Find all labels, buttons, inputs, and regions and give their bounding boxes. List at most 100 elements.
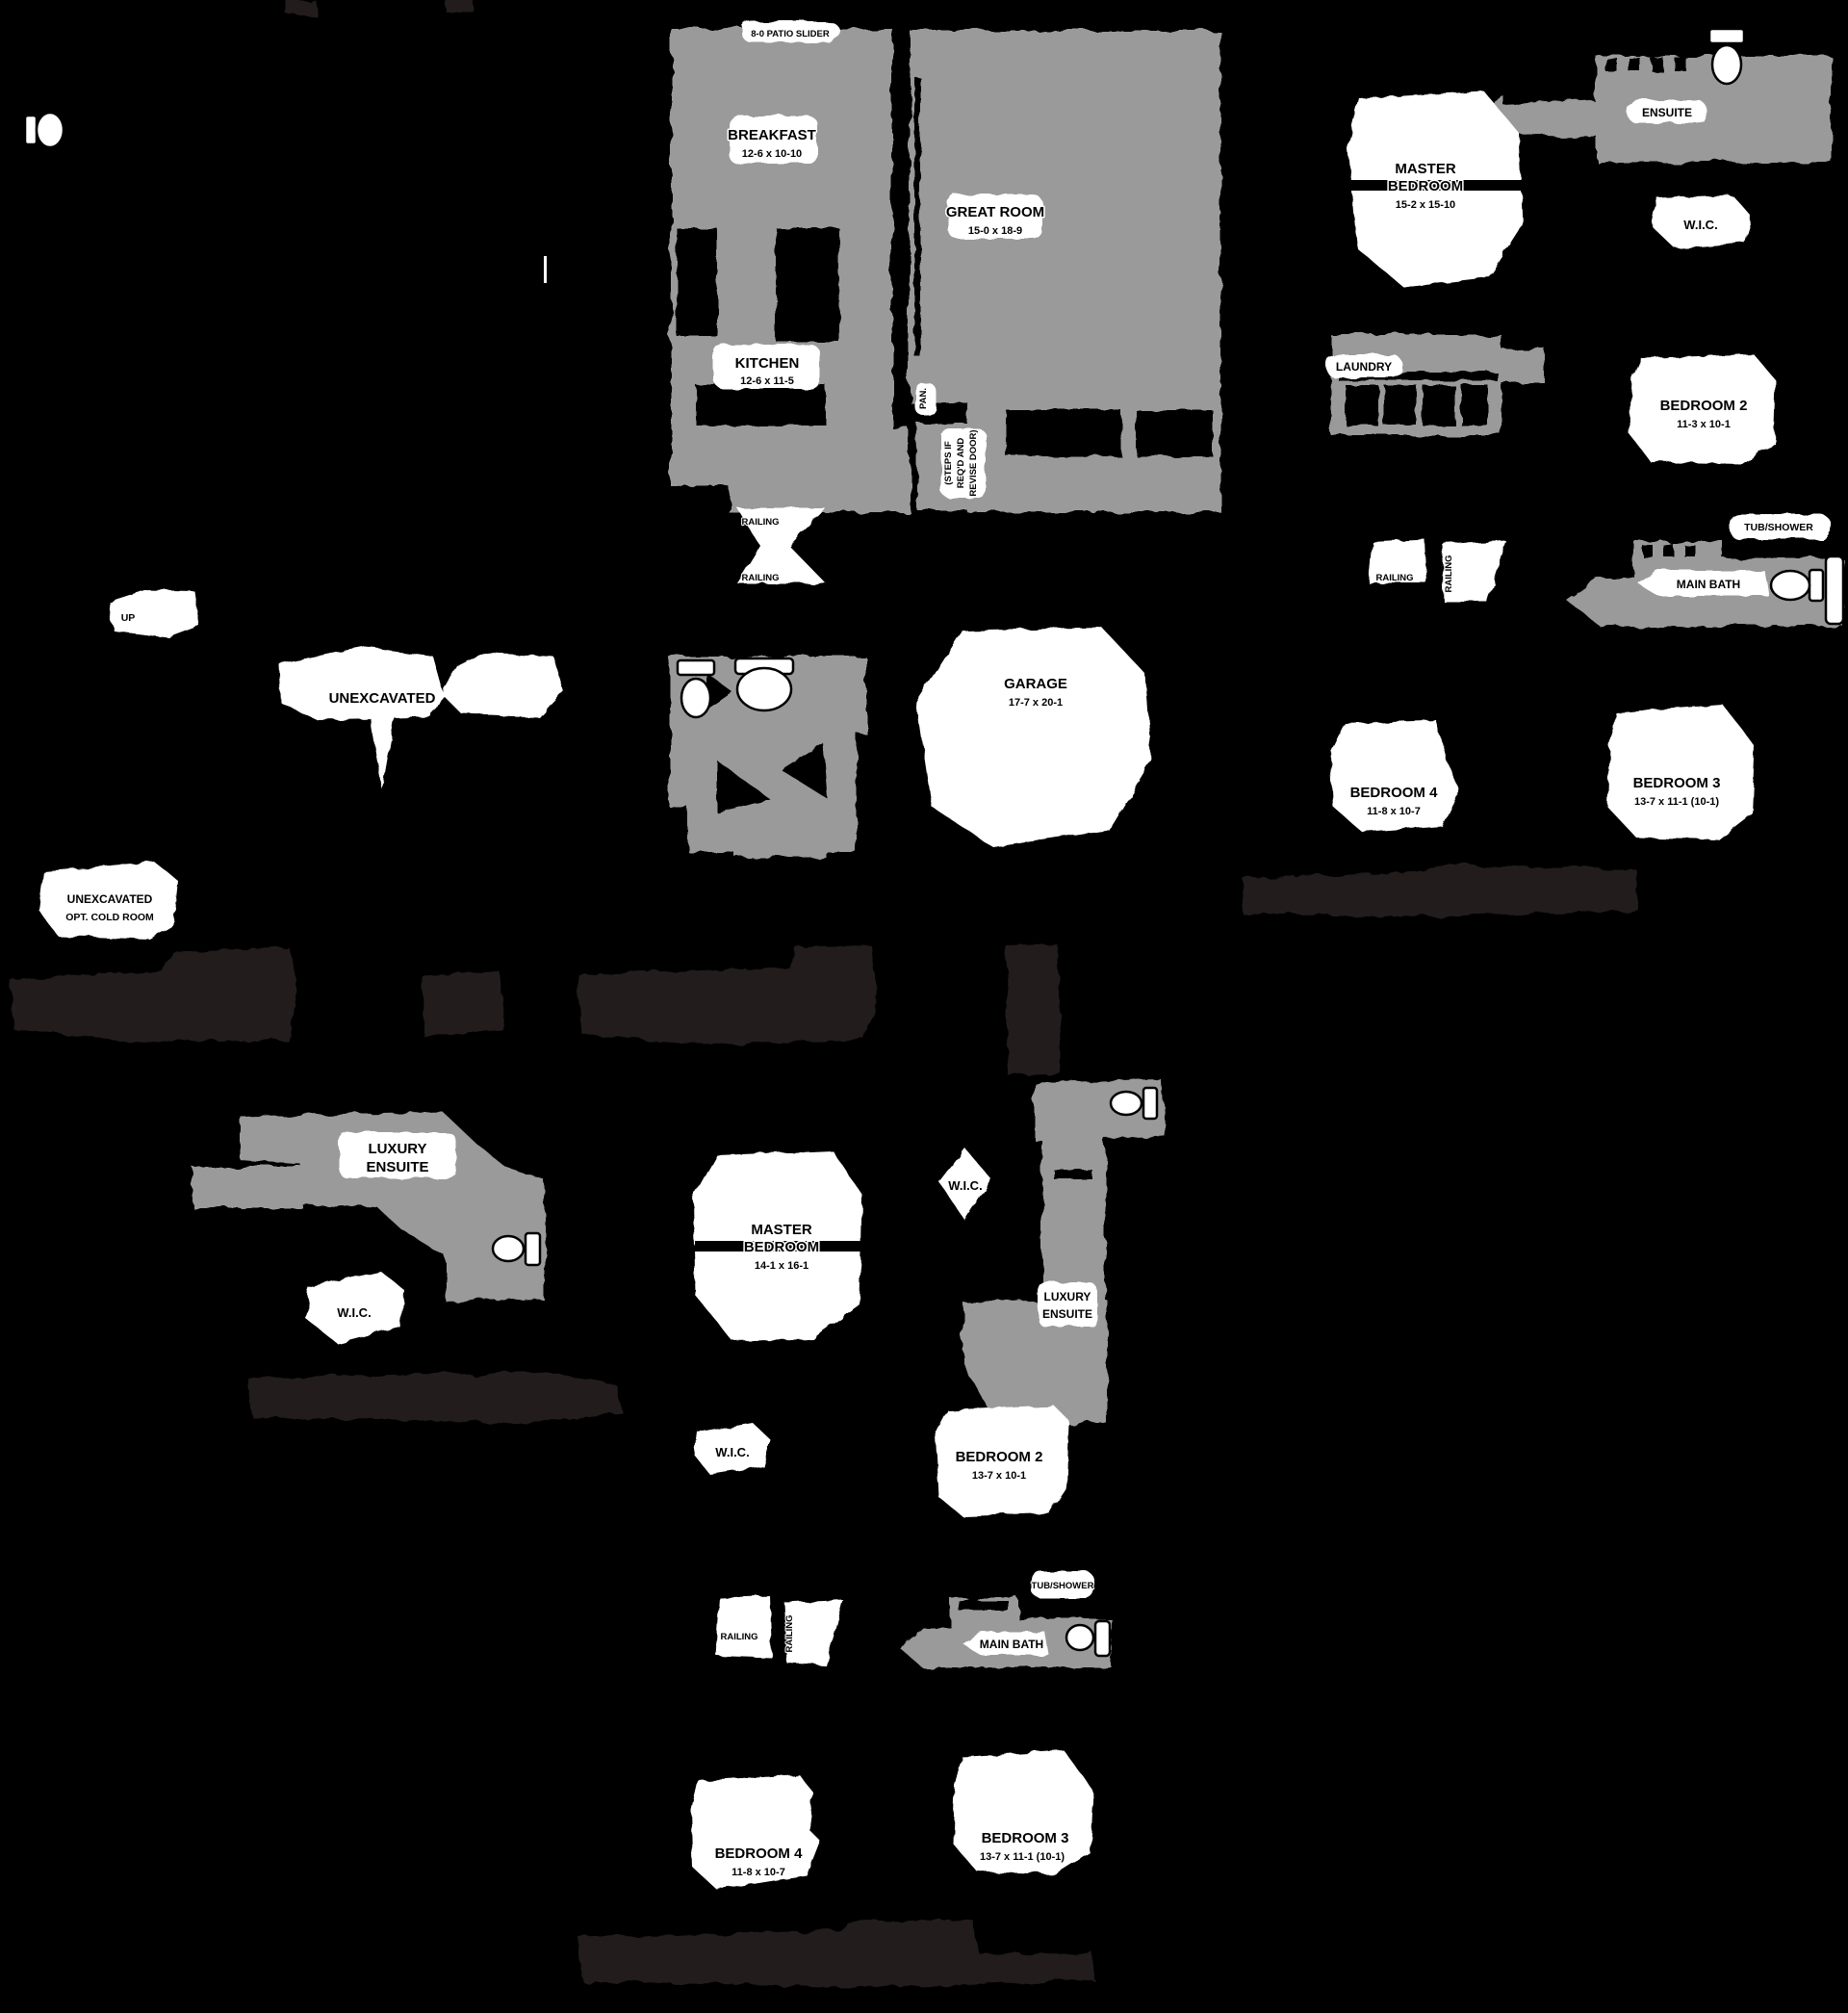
wic-label-2f-center: W.I.C. [948,1178,982,1193]
redacted-title [10,947,298,1042]
cold-room-label-1: UNEXCAVATED [67,892,153,906]
unexcavated-spike [371,717,395,789]
washer-icon [1346,385,1378,426]
vanity-tick [1652,58,1663,71]
bedroom4-blob-2f [691,1774,820,1890]
redacted-title [421,970,504,1038]
lux-ensuite-left-label-2: ENSUITE [366,1159,428,1175]
kitchen-dims: 12-6 x 11-5 [740,375,794,387]
tub-shower-label-2f: TUB/SHOWER [1032,1581,1094,1591]
bedroom3-dims-1f: 13-7 x 11-1 (10-1) [1634,796,1719,808]
wall-break-line [544,256,547,283]
railing-blob-2f-b [784,1600,843,1665]
master-bedroom-label-1f: MASTER [1395,161,1456,177]
wic-blob-2f-left [306,1271,404,1343]
bedroom2-label-1f: BEDROOM 2 [1660,398,1748,414]
bedroom2-blob-1f [1629,354,1776,464]
master-bedroom-dims-2f: 14-1 x 16-1 [755,1260,808,1272]
patio-slider-label: 8-0 PATIO SLIDER [751,29,830,39]
foyer-closet [1006,410,1121,456]
garage-label: GARAGE [1004,676,1067,692]
redacted-mark [287,0,316,15]
floor-plate-lux-ensuite-left [241,1112,544,1302]
wic-blob-2f-center [939,1148,991,1221]
main-bath-label-1f: MAIN BATH [1677,578,1740,591]
kitchen-island [677,228,717,336]
wic-blob-1f [1652,195,1752,248]
toilet-icon [1707,27,1746,86]
patio-slider-pill [741,21,839,42]
toilet-icon [491,1231,542,1267]
laundry-tub-icon [1423,385,1455,426]
wic-label-2f-left: W.I.C. [337,1305,371,1320]
lux-ensuite-pad-right [1038,1282,1097,1327]
steps-note-pad [941,428,986,498]
ensuite-label: ENSUITE [1642,106,1692,119]
railing-label: RAILING [741,517,779,528]
unexcavated-label: UNEXCAVATED [329,690,436,707]
bedroom4-label-2f: BEDROOM 4 [715,1845,804,1862]
up-blob [109,590,199,637]
bedroom4-blob-1f [1330,720,1459,832]
redacted-title [1006,943,1061,1076]
cold-room-blob [38,862,178,939]
main-bath-pill-2f [962,1632,1049,1655]
redacted-mark [446,0,473,12]
laundry-cab-icon [1461,385,1488,426]
door-swing [717,761,770,813]
laundry-pill [1326,354,1401,377]
cold-room-label-2: OPT. COLD ROOM [65,912,154,923]
redacted-title [578,1920,1095,1988]
kitchen-island [776,228,839,342]
bedroom2-label-2f: BEDROOM 2 [956,1449,1043,1465]
bed-line-2f [695,1241,860,1252]
tub-shower-label-1f: TUB/SHOWER [1744,522,1813,533]
vanity-tick [1605,58,1617,71]
railing-blob-1f-a [1369,539,1426,583]
great-room-dims: 15-0 x 18-9 [968,225,1022,237]
railing-blob-2f-a [716,1596,772,1658]
toilet-icon [1769,555,1845,626]
bedroom4-dims-1f: 11-8 x 10-7 [1367,806,1421,817]
vanity-tick [959,1601,1009,1611]
vanity-tick [1684,545,1695,556]
vanity-tick [29,94,58,106]
breakfast-label: BREAKFAST [728,127,816,143]
railing-blob-1f-b [1442,541,1506,602]
bedroom3-label-1f: BEDROOM 3 [1633,775,1721,791]
railing-label: RAILING [720,1632,757,1642]
garage-dims: 17-7 x 20-1 [1009,697,1063,709]
wic-blob-2f-low [695,1423,770,1475]
breakfast-dims: 12-6 x 10-10 [742,148,802,160]
stair-railing-blob [737,508,826,583]
railing-label: RAILING [1444,555,1454,592]
floor-plate-lux-arm-left [192,1167,303,1208]
tub-shower-pill-2f [1032,1571,1093,1598]
door-swing [782,743,828,799]
great-room-label-pad [948,194,1042,239]
main-bath-label-2f: MAIN BATH [980,1638,1043,1651]
toilet-icon [676,658,716,719]
floor-plate-basement-bath2 [688,732,857,852]
tub-shower-pill-1f [1730,514,1830,539]
toilet-icon [1065,1619,1112,1658]
door-swing [707,674,732,708]
master-bedroom-label2-1f: BEDROOM [1388,178,1463,194]
dryer-icon [1384,385,1417,426]
toilet-icon [23,94,65,149]
bedroom2-dims-2f: 13-7 x 10-1 [972,1470,1026,1482]
lux-ensuite-left-label-1: LUXURY [368,1141,426,1157]
great-room-label: GREAT ROOM [946,204,1044,220]
kitchen-label: KITCHEN [735,355,800,372]
vanity-tick [1629,58,1640,71]
wic-label-2f-low: W.I.C. [715,1445,749,1459]
bedroom3-blob-2f [953,1750,1093,1874]
steps-note-2: REQ'D AND [956,438,966,489]
floor-plate-great-room [910,31,1220,402]
wic-label-1f: W.I.C. [1683,218,1717,232]
bathtub-icon [1093,1619,1112,1658]
bedroom4-dims-2f: 11-8 x 10-7 [732,1867,785,1878]
master-bedroom-label2-2f: BEDROOM [744,1239,819,1255]
